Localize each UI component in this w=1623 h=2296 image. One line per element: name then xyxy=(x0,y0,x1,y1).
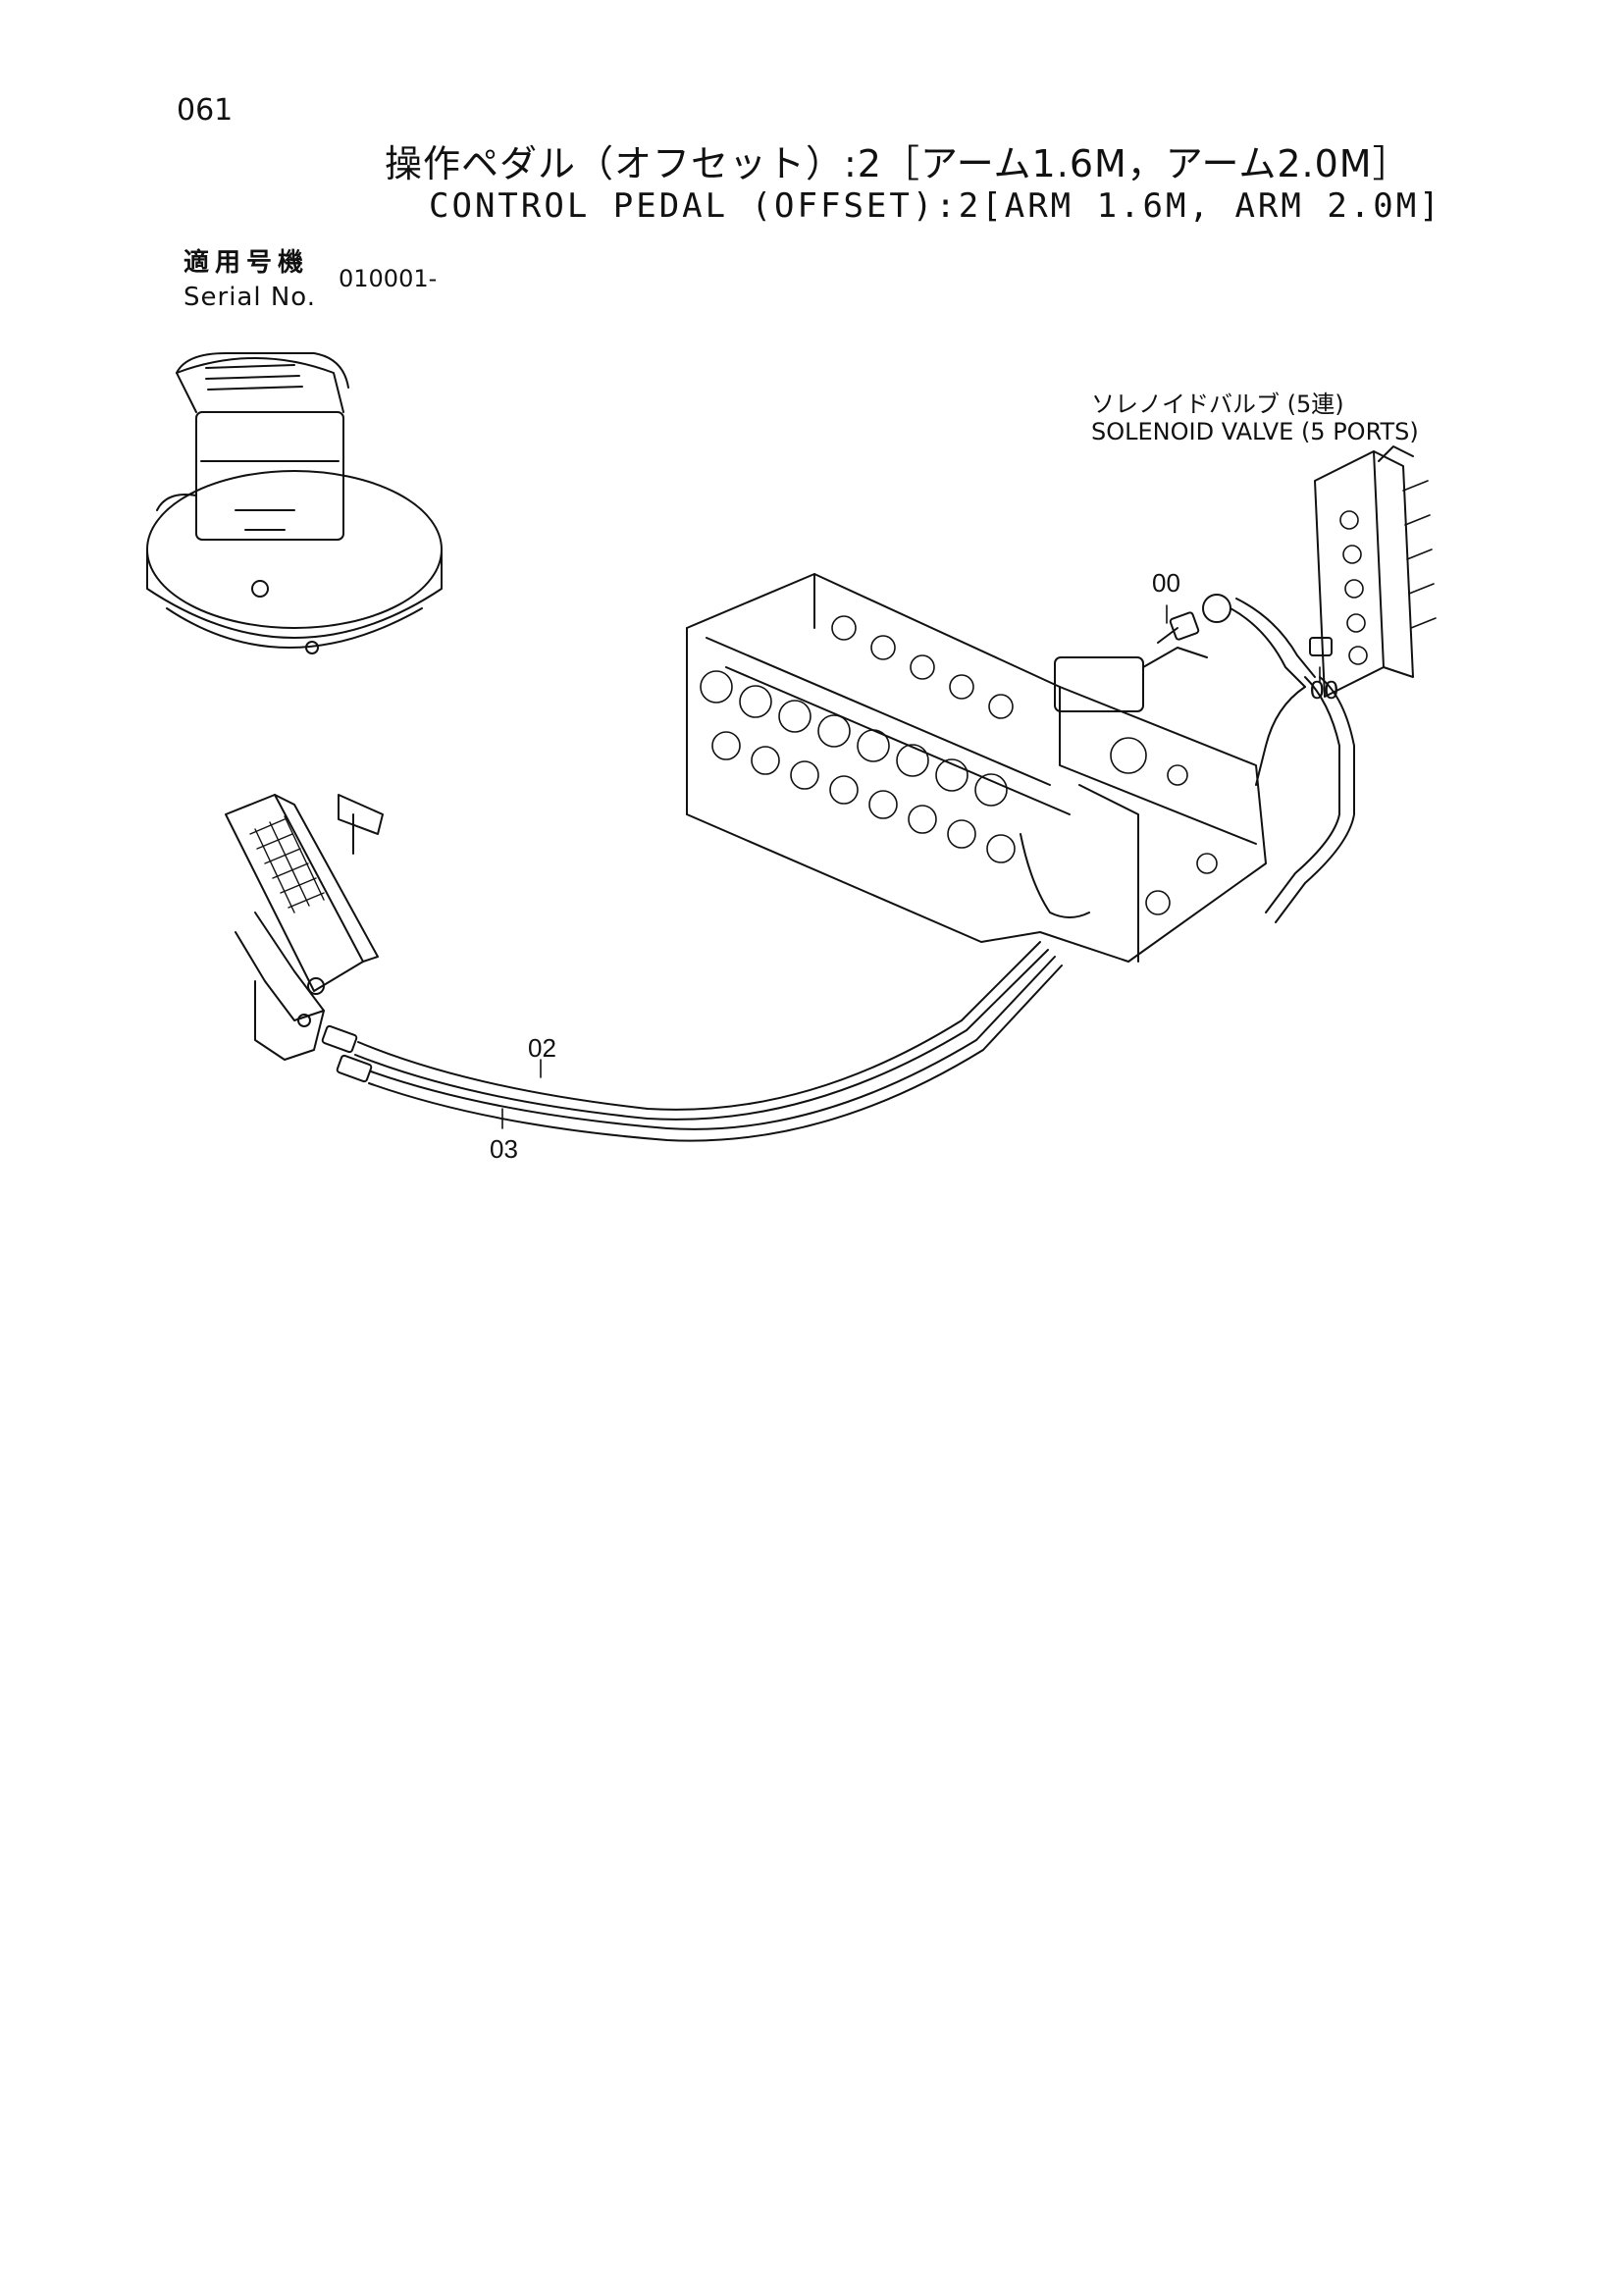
solenoid-valve-illustration xyxy=(1309,445,1437,698)
page-number: 061 xyxy=(177,93,234,128)
machine-overview-illustration xyxy=(146,352,443,654)
page-title-english: CONTROL PEDAL (OFFSET):2[ARM 1.6M, ARM 2… xyxy=(429,186,1442,226)
callout-leaders xyxy=(501,604,1321,1129)
hoses-02-03 xyxy=(321,941,1063,1142)
callout-02-hose: 02 xyxy=(528,1033,556,1063)
solenoid-valve-label-english: SOLENOID VALVE (5 PORTS) xyxy=(1091,418,1419,445)
serial-label-english: Serial No. xyxy=(183,283,316,312)
callout-03-hose: 03 xyxy=(490,1134,518,1164)
callout-00-solenoid-fitting: 00 xyxy=(1310,675,1338,704)
serial-label-japanese: 適用号機 xyxy=(183,248,310,278)
serial-number-value: 010001- xyxy=(339,265,438,292)
control-valve-block xyxy=(686,573,1267,963)
callout-00-valve-fitting: 00 xyxy=(1152,568,1180,598)
control-pedal-illustration xyxy=(225,794,384,1061)
page-title-japanese: 操作ペダル（オフセット）:2［アーム1.6M，アーム2.0M］ xyxy=(385,142,1411,185)
pilot-hose-to-solenoid xyxy=(1157,594,1355,923)
solenoid-valve-label-japanese: ソレノイドバルブ (5連) xyxy=(1091,391,1344,418)
